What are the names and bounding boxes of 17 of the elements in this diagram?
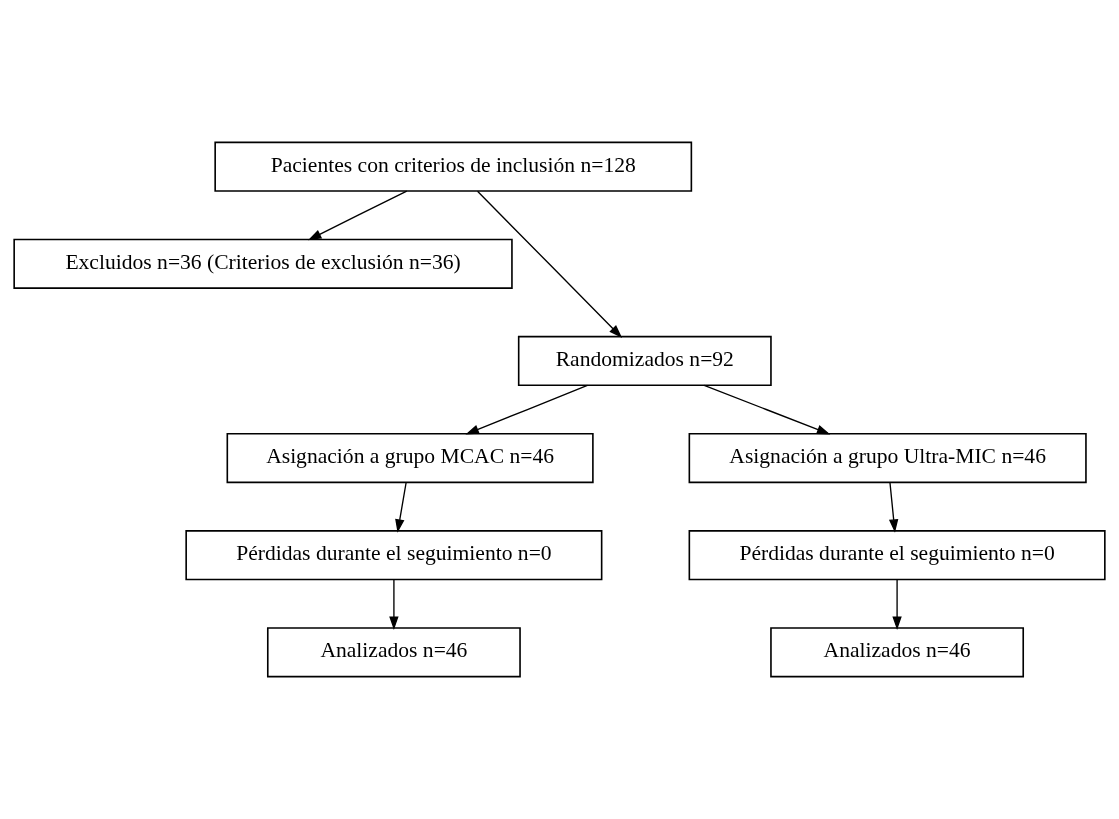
node-box: Excluidos n=36 (Criterios de exclusión n=36) — [13, 238, 513, 289]
arrow — [389, 579, 399, 630]
arrow — [476, 190, 623, 338]
node-box: Pacientes con criterios de inclusión n=128 — [214, 141, 693, 192]
node-box: Analizados n=46 — [266, 627, 521, 678]
arrow — [307, 190, 408, 241]
node-box: Pérdidas durante el seguimiento n=0 — [688, 530, 1106, 581]
arrow — [465, 384, 589, 435]
node-box: Randomizados n=92 — [517, 335, 772, 387]
arrow — [395, 482, 407, 533]
node-box: Analizados n=46 — [770, 627, 1025, 678]
node-box: Asignación a grupo Ultra-MIC n=46 — [688, 432, 1087, 484]
arrow — [892, 579, 902, 630]
node-box: Asignación a grupo MCAC n=46 — [226, 432, 594, 484]
node-box: Pérdidas durante el seguimiento n=0 — [185, 530, 603, 581]
arrow — [703, 384, 831, 435]
arrow — [888, 482, 899, 533]
